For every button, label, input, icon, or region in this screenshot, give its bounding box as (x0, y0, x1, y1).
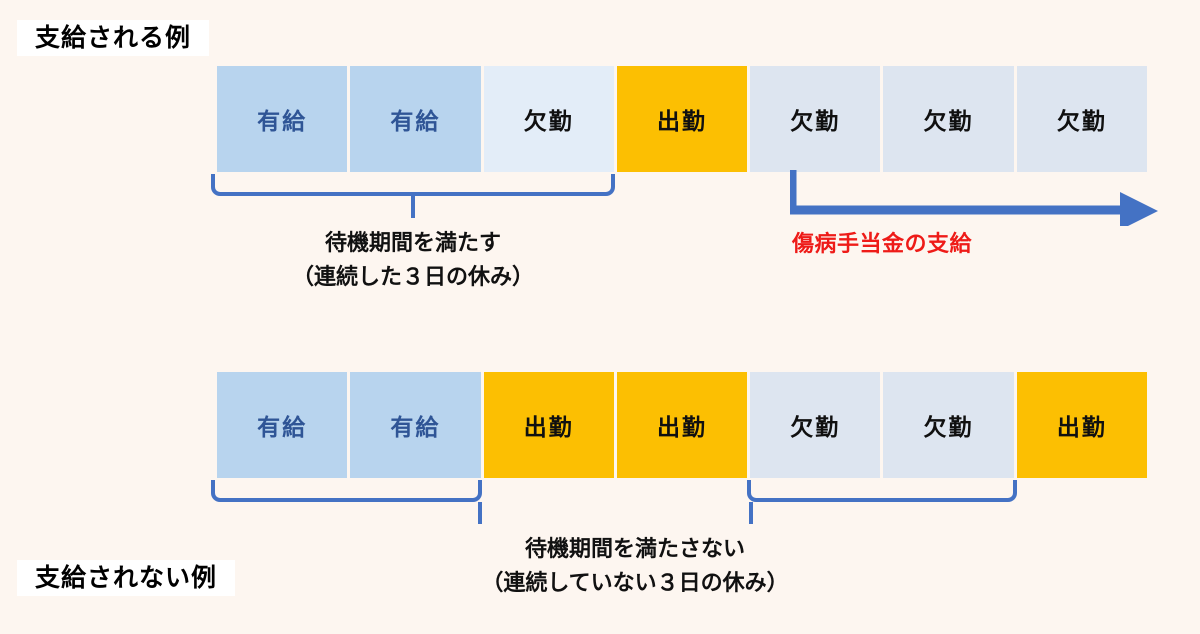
day-cell: 有給 (217, 372, 348, 478)
day-cell: 欠勤 (883, 372, 1014, 478)
waiting-period-bracket-stem-ineligible-second (749, 502, 753, 524)
day-cell: 欠勤 (750, 66, 881, 172)
section-label-eligible: 支給される例 (17, 20, 210, 56)
day-cell: 出勤 (616, 372, 748, 478)
section-label-ineligible: 支給されない例 (17, 560, 236, 596)
waiting-period-bracket-stem-ineligible-first (478, 502, 482, 524)
timeline-eligible: 有給有給欠勤出勤欠勤欠勤欠勤 (217, 66, 1147, 172)
waiting-period-bracket-stem-eligible (411, 196, 415, 218)
day-cell: 欠勤 (750, 372, 881, 478)
waiting-period-not-met-caption-line1: 待機期間を満たさない (524, 536, 745, 561)
benefit-caption: 傷病手当金の支給 (791, 231, 972, 256)
benefit-arrow-icon (790, 170, 1158, 226)
waiting-period-caption-line1: 待機期間を満たす (324, 230, 501, 255)
day-cell: 有給 (350, 66, 481, 172)
day-cell: 出勤 (483, 372, 614, 478)
day-cell: 出勤 (1016, 372, 1147, 478)
waiting-period-bracket-eligible (211, 174, 615, 196)
waiting-period-caption-eligible: 待機期間を満たす （連続した３日の休み） (211, 226, 615, 294)
day-cell: 有給 (350, 372, 481, 478)
day-cell: 欠勤 (483, 66, 614, 172)
day-cell: 欠勤 (883, 66, 1014, 172)
day-cell: 欠勤 (1016, 66, 1147, 172)
waiting-period-not-met-caption-line2: （連続していない３日の休み） (481, 570, 789, 595)
day-cell: 有給 (217, 66, 348, 172)
waiting-period-bracket-ineligible-first (211, 480, 482, 502)
waiting-period-caption-line2: （連続した３日の休み） (291, 264, 534, 289)
day-cell: 出勤 (616, 66, 748, 172)
waiting-period-caption-ineligible: 待機期間を満たさない （連続していない３日の休み） (430, 532, 840, 600)
waiting-period-bracket-ineligible-second (747, 480, 1017, 502)
timeline-ineligible: 有給有給出勤出勤欠勤欠勤出勤 (217, 372, 1147, 478)
